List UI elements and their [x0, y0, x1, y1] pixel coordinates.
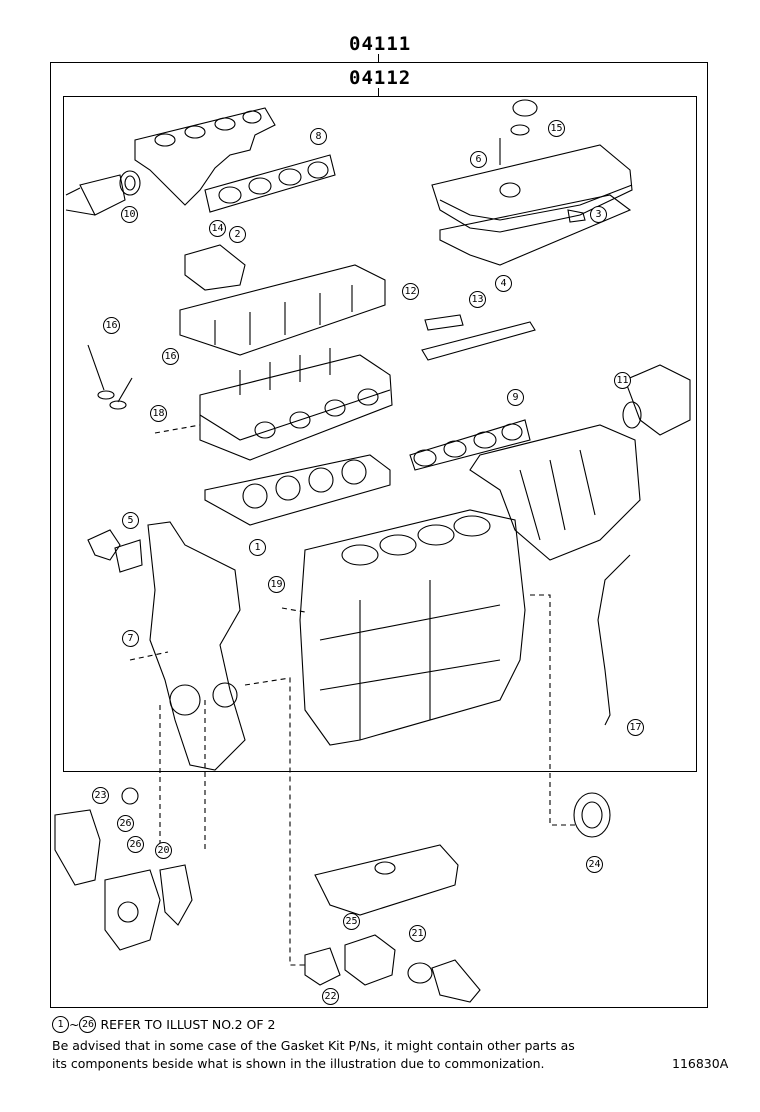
inner-kit-code: 04112	[349, 67, 412, 89]
crankshaft-rear-oil-seal	[573, 792, 611, 838]
callout-1: 1	[249, 539, 266, 556]
cylinder-head	[199, 348, 393, 461]
thermostat-housing	[87, 529, 121, 561]
callout-8: 8	[310, 128, 327, 145]
callout-21: 21	[409, 925, 426, 942]
callout-22: 22	[322, 988, 339, 1005]
inner-kit-leader	[378, 88, 379, 96]
callout-4: 4	[495, 275, 512, 292]
fuel-rail	[421, 314, 536, 361]
cylinder-block	[299, 509, 526, 746]
exhaust-gasket-ring	[119, 170, 141, 196]
callout-16-lower: 16	[162, 348, 179, 365]
callout-15: 15	[548, 120, 565, 137]
callout-16-upper: 16	[103, 317, 120, 334]
callout-10: 10	[121, 206, 138, 223]
illustration-id: 116830A	[672, 1056, 729, 1071]
water-pump-gasket	[159, 864, 193, 926]
water-pump	[104, 869, 161, 951]
callout-5: 5	[122, 512, 139, 529]
reference-note: 1~26 REFER TO ILLUST NO.2 OF 2	[52, 1016, 275, 1034]
oil-strainer	[431, 959, 481, 1003]
ref-start-callout: 1	[52, 1016, 69, 1033]
advisory-note-line2: its components beside what is shown in t…	[52, 1056, 545, 1071]
callout-26-upper: 26	[117, 815, 134, 832]
oil-filter-bracket	[344, 934, 396, 986]
callout-2: 2	[229, 226, 246, 243]
dashed-leader-lines	[129, 424, 575, 966]
oil-seal-23	[121, 787, 139, 805]
exhaust-manifold	[65, 107, 276, 216]
callout-26-lower: 26	[127, 836, 144, 853]
callout-24: 24	[586, 856, 603, 873]
callout-25: 25	[343, 913, 360, 930]
callout-23: 23	[92, 787, 109, 804]
valves	[87, 344, 133, 410]
inner-kit-frame	[63, 96, 697, 772]
outer-kit-leader	[378, 54, 379, 62]
callout-12: 12	[402, 283, 419, 300]
oil-pan	[314, 844, 459, 916]
ref-text: REFER TO ILLUST NO.2 OF 2	[100, 1017, 276, 1032]
callout-11: 11	[614, 372, 631, 389]
callout-18: 18	[150, 405, 167, 422]
intake-manifold-gasket	[409, 419, 531, 471]
callout-14: 14	[209, 220, 226, 237]
outer-kit-code: 04111	[349, 33, 412, 55]
camshaft-housing	[179, 244, 386, 356]
advisory-note-line1: Be advised that in some case of the Gask…	[52, 1038, 575, 1053]
water-outlet	[304, 947, 341, 986]
head-cover-gasket	[439, 194, 632, 266]
callout-19: 19	[268, 576, 285, 593]
throttle-body	[624, 364, 691, 436]
outer-kit-frame	[50, 62, 708, 1008]
oil-level-gauge-guide	[597, 554, 631, 726]
oil-seal-21	[407, 962, 433, 984]
intake-manifold	[469, 424, 641, 561]
cylinder-head-cover	[431, 99, 633, 233]
callout-20: 20	[155, 842, 172, 859]
thermostat-gasket	[114, 539, 143, 573]
ref-range-separator: ~	[69, 1017, 80, 1032]
callout-7: 7	[122, 630, 139, 647]
water-pump-cover	[54, 809, 101, 886]
callout-3: 3	[590, 206, 607, 223]
callout-9: 9	[507, 389, 524, 406]
exhaust-manifold-gasket	[204, 154, 336, 213]
ref-end-callout: 26	[79, 1016, 97, 1033]
callout-13: 13	[469, 291, 486, 308]
callout-17: 17	[627, 719, 644, 736]
cylinder-head-gasket	[204, 454, 391, 526]
callout-6: 6	[470, 151, 487, 168]
timing-chain-cover	[147, 521, 246, 771]
